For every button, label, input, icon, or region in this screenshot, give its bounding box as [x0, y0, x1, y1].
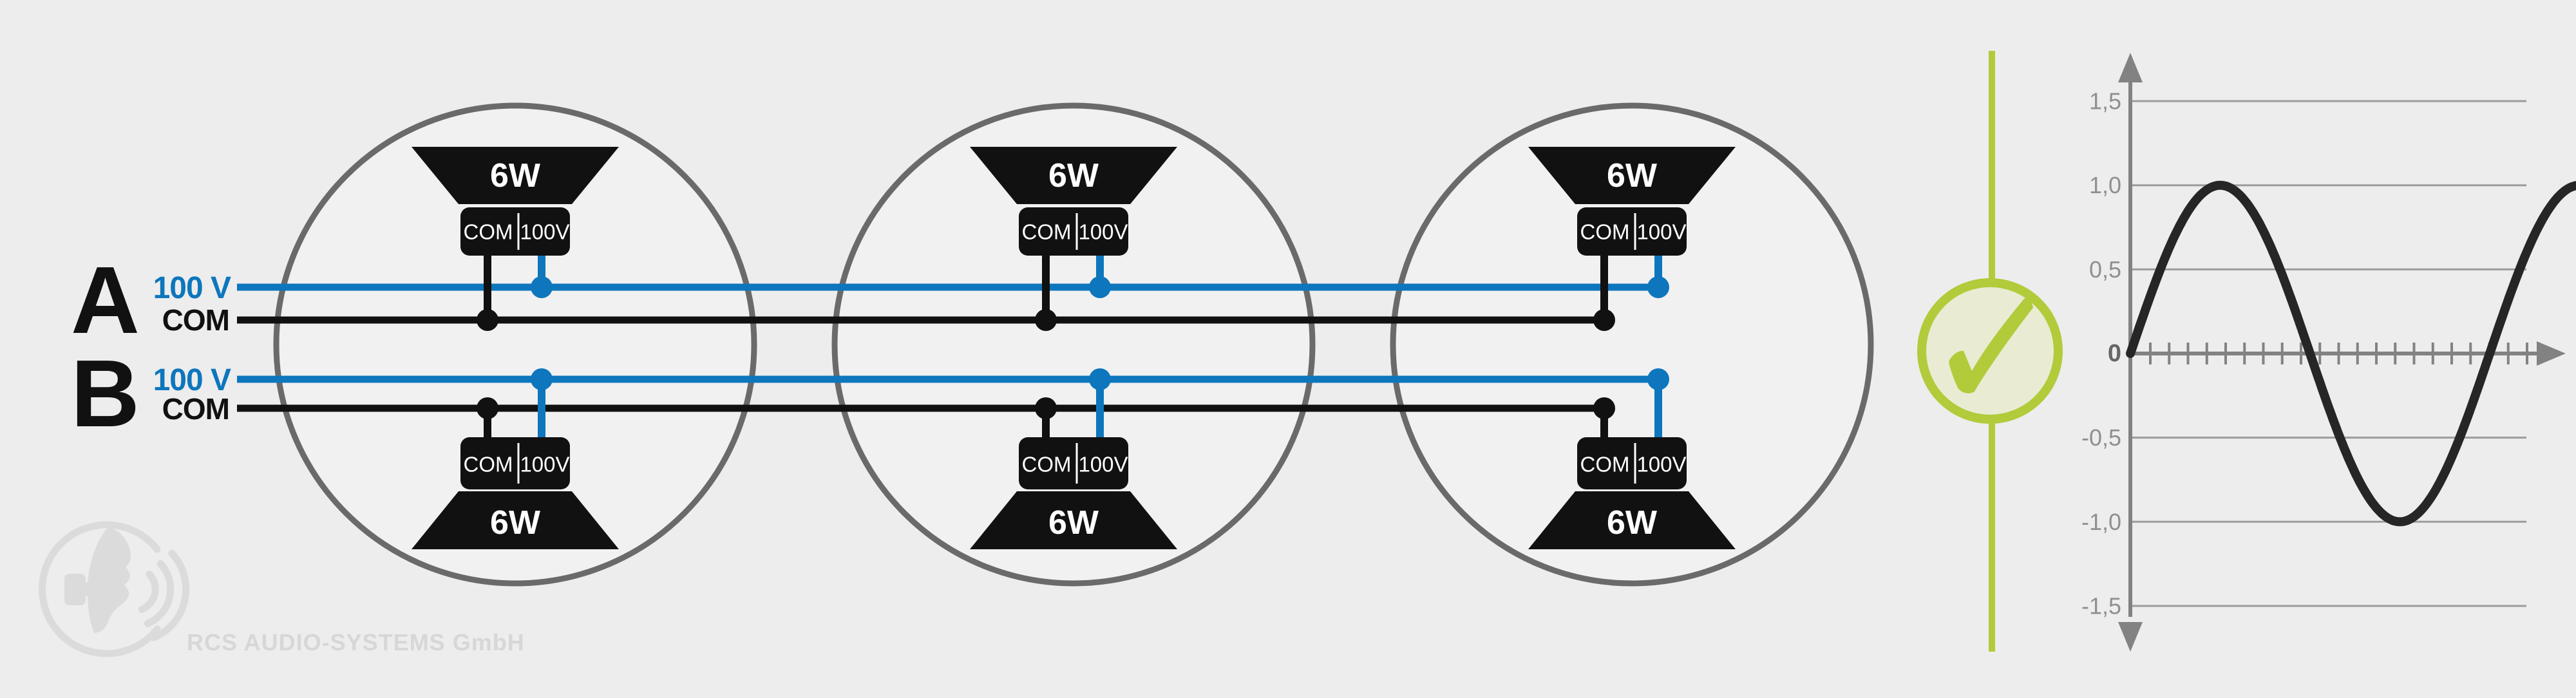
speaker-zone-circles — [273, 102, 1874, 587]
y-axis-arrow-down-icon — [2118, 622, 2143, 652]
ceiling-speaker-bottom: 6W COM 100V — [412, 368, 619, 549]
speaker-horn — [412, 491, 619, 549]
junction-dot-100v — [1647, 276, 1669, 298]
speaker-terminal-box — [460, 437, 570, 489]
bus-lines — [237, 283, 1658, 412]
junction-dot-100v — [1089, 368, 1111, 390]
speaker-logo-magnet — [64, 574, 86, 605]
terminal-com-label: COM — [464, 220, 513, 244]
x-axis-arrow-right-icon — [2537, 341, 2566, 366]
label-b-com: COM — [162, 392, 229, 426]
terminal-100v-label: 100V — [1078, 220, 1128, 244]
terminal-100v-label: 100V — [520, 220, 569, 244]
junction-dot-100v — [1089, 276, 1111, 298]
speaker-power-label: 6W — [1048, 157, 1099, 194]
ceiling-speaker-bottom: 6W COM 100V — [1528, 368, 1736, 549]
x-axis-minor-ticks — [2149, 343, 2528, 364]
wiring-zone-circle — [831, 102, 1316, 587]
label-a-com: COM — [162, 303, 229, 337]
speaker-power-label: 6W — [1607, 504, 1658, 542]
terminal-100v-label: 100V — [1636, 453, 1686, 476]
terminal-com-label: COM — [1580, 453, 1630, 476]
junction-dot-com — [1035, 397, 1057, 419]
speaker-logo-soundwaves — [138, 549, 190, 641]
speaker-power-label: 6W — [490, 157, 541, 194]
y-tick-label: 0 — [2108, 340, 2121, 367]
label-b-100v: 100 V — [153, 363, 231, 397]
watermark: RCS AUDIO-SYSTEMS GmbH — [39, 521, 525, 657]
speaker-power-label: 6W — [1607, 157, 1658, 194]
status-indicator — [1917, 51, 2063, 652]
y-tick-label: 0,5 — [2089, 256, 2121, 283]
label-a-100v: 100 V — [153, 271, 231, 305]
speaker-terminal-box — [1019, 207, 1128, 256]
speaker-terminal-box — [460, 207, 570, 256]
wiring-zone-circle — [273, 102, 757, 587]
terminal-com-label: COM — [1580, 220, 1630, 244]
speaker-audio-logo-icon — [39, 521, 161, 657]
label-circuit-b: B — [71, 341, 140, 447]
label-circuit-a: A — [71, 247, 140, 354]
terminal-com-label: COM — [1022, 453, 1072, 476]
speaker-horn — [970, 491, 1177, 549]
junction-dot-com — [477, 397, 498, 419]
signal-chart: 1,5 1,0 0,5 0 -0,5 -1,0 -1,5 — [2081, 53, 2576, 652]
y-tick-label: -1,0 — [2081, 509, 2121, 535]
wiring-zone-circle — [1390, 102, 1874, 587]
junction-dot-com — [1035, 309, 1057, 331]
y-tick-label: 1,5 — [2089, 88, 2121, 115]
watermark-company-text: RCS AUDIO-SYSTEMS GmbH — [187, 629, 525, 656]
speaker-terminal-box — [1019, 437, 1128, 489]
junction-dot-100v — [531, 276, 553, 298]
terminal-com-label: COM — [464, 453, 513, 476]
y-axis-arrow-up-icon — [2118, 53, 2143, 82]
junction-dot-com — [1593, 309, 1615, 331]
speaker-logo-face-profile — [88, 527, 131, 633]
junction-dot-com — [477, 309, 498, 331]
terminal-100v-label: 100V — [520, 453, 569, 476]
y-tick-label: -1,5 — [2081, 592, 2121, 619]
speaker-horn — [412, 147, 619, 204]
junction-dot-100v — [1647, 368, 1669, 390]
junction-dot-com — [1593, 397, 1615, 419]
sine-wave-curve — [2126, 180, 2576, 527]
terminal-100v-label: 100V — [1636, 220, 1686, 244]
feed-labels: A 100 V COM B 100 V COM — [71, 247, 232, 447]
speaker-terminal-box — [1577, 437, 1687, 489]
speaker-horn — [1528, 147, 1736, 204]
speaker-terminal-box — [1577, 207, 1687, 256]
terminal-100v-label: 100V — [1078, 453, 1128, 476]
ceiling-speaker-top: 6W COM 100V — [412, 147, 619, 331]
junction-dot-100v — [531, 368, 553, 390]
speaker-power-label: 6W — [1048, 504, 1099, 542]
speaker-horn — [1528, 491, 1736, 549]
checkmark-icon — [1949, 297, 2033, 393]
speaker-power-label: 6W — [490, 504, 541, 542]
speaker-horn — [970, 147, 1177, 204]
chart-tick-labels: 1,5 1,0 0,5 0 -0,5 -1,0 -1,5 — [2081, 88, 2121, 619]
y-tick-label: 1,0 — [2089, 172, 2121, 198]
y-tick-label: -0,5 — [2081, 424, 2121, 451]
terminal-com-label: COM — [1022, 220, 1072, 244]
ceiling-speaker-bottom: 6W COM 100V — [970, 368, 1177, 549]
chart-axes — [2118, 53, 2566, 652]
